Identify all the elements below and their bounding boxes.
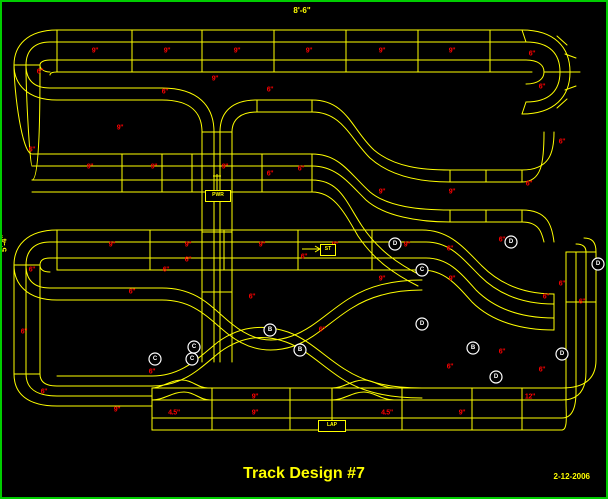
piece-length-label: 9": [251, 409, 259, 417]
piece-length-label: 6": [20, 328, 28, 336]
piece-length-label: 9": [86, 163, 94, 171]
piece-length-label: 9": [448, 188, 456, 196]
elevation-marker-label: B: [267, 327, 273, 333]
piece-length-label: 6": [525, 180, 533, 188]
piece-length-label: 6": [498, 348, 506, 356]
piece-length-label: 6": [266, 86, 274, 94]
lap-counter-box: LAP: [318, 420, 346, 432]
piece-length-label: 9": [233, 47, 241, 55]
piece-length-label: 9": [403, 241, 411, 249]
piece-length-label: 9": [113, 406, 121, 414]
piece-length-label: 6": [36, 68, 44, 76]
elevation-marker-circles: [148, 235, 605, 384]
piece-length-label: 4.5": [168, 409, 180, 417]
piece-length-label: 9": [378, 188, 386, 196]
piece-length-label: 6": [297, 165, 305, 173]
piece-length-label: 6": [498, 236, 506, 244]
piece-length-label: 6": [148, 368, 156, 376]
elevation-marker-label: D: [392, 241, 398, 247]
elevation-marker-label: D: [419, 321, 425, 327]
elevation-marker-label: C: [419, 267, 425, 273]
piece-length-label: 9": [378, 47, 386, 55]
piece-length-label: 6": [558, 280, 566, 288]
piece-length-label: 6": [446, 245, 454, 253]
elevation-marker-label: D: [559, 351, 565, 357]
elevation-marker-label: B: [470, 345, 476, 351]
piece-length-label: 6": [528, 50, 536, 58]
overall-width-dimension: 8'-6": [293, 6, 311, 15]
piece-length-label: 6": [40, 388, 48, 396]
piece-length-label: 9": [108, 241, 116, 249]
piece-length-label: 6": [28, 146, 36, 154]
elevation-marker-label: C: [189, 356, 195, 362]
piece-length-label: 9": [258, 241, 266, 249]
piece-length-label: 6": [161, 88, 169, 96]
piece-length-label: 6": [28, 266, 36, 274]
piece-length-label: 9": [184, 241, 192, 249]
power-terminal-box: PWR: [205, 190, 231, 202]
elevation-marker-label: C: [191, 344, 197, 350]
piece-length-label: 9": [305, 47, 313, 55]
piece-length-label: 9": [163, 47, 171, 55]
elevation-marker-label: D: [493, 374, 499, 380]
piece-length-label: 6": [162, 266, 170, 274]
piece-length-label: 6": [538, 83, 546, 91]
piece-length-label: 6": [248, 293, 256, 301]
piece-length-label: 9": [221, 163, 229, 171]
direction-arrow-icon: [302, 245, 321, 253]
piece-length-label: 9": [448, 275, 456, 283]
piece-length-label: 9": [448, 47, 456, 55]
piece-length-label: 6": [128, 288, 136, 296]
elevation-marker-label: D: [508, 239, 514, 245]
piece-length-label: 9": [378, 275, 386, 283]
piece-length-label: 12": [524, 393, 536, 401]
piece-length-label: 4.5": [381, 409, 393, 417]
piece-length-label: 6": [542, 293, 550, 301]
elevation-marker-label: D: [595, 261, 601, 267]
piece-length-label: 6": [578, 298, 586, 306]
piece-length-label: 6": [538, 366, 546, 374]
elevation-marker-label: B: [297, 347, 303, 353]
piece-length-label: 9": [116, 124, 124, 132]
piece-length-label: 6": [184, 256, 192, 264]
drawing-title: Track Design #7: [243, 465, 365, 482]
piece-length-label: 9": [251, 393, 259, 401]
start-marker-box: ST: [320, 244, 336, 256]
piece-length-label: 6": [318, 326, 326, 334]
elevation-marker-label: C: [152, 356, 158, 362]
piece-length-label: 9": [211, 75, 219, 83]
piece-length-label: 6": [300, 253, 308, 261]
piece-length-label: 6": [266, 170, 274, 178]
drawing-date: 2-12-2006: [553, 472, 590, 481]
piece-length-label: 9": [150, 163, 158, 171]
piece-length-label: 6": [446, 363, 454, 371]
piece-length-label: 9": [91, 47, 99, 55]
overall-height-dimension: 5'-4": [0, 234, 9, 252]
piece-length-label: 9": [458, 409, 466, 417]
piece-length-label: 6": [558, 138, 566, 146]
